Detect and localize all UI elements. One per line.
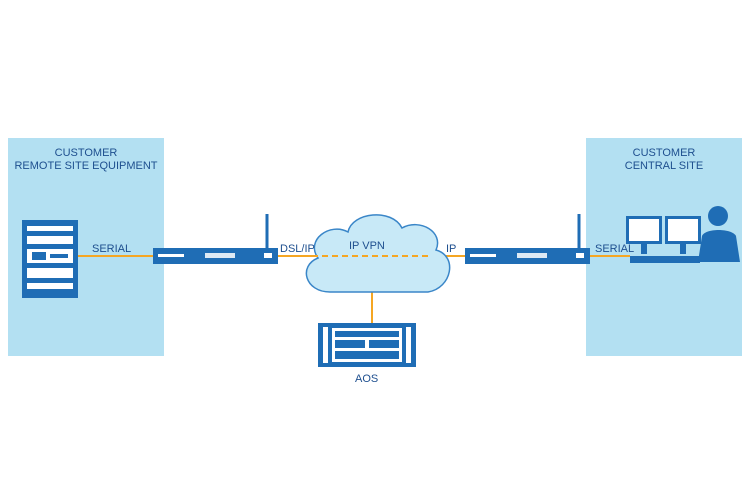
aos-chassis-icon bbox=[318, 323, 416, 367]
operator-workstation-icon bbox=[626, 206, 740, 263]
aos-label: AOS bbox=[355, 373, 379, 385]
remote-serial-label: SERIAL bbox=[92, 243, 132, 255]
central-site-title-line1: CUSTOMER bbox=[632, 147, 696, 159]
ip-label: IP bbox=[446, 243, 457, 255]
left-router-icon bbox=[153, 214, 278, 264]
remote-site-title-line1: CUSTOMER bbox=[54, 147, 118, 159]
central-serial-label: SERIAL bbox=[595, 243, 635, 255]
dsl-ip-label: DSL/IP bbox=[280, 243, 315, 255]
central-site-title-line2: CENTRAL SITE bbox=[624, 160, 704, 172]
cloud-icon bbox=[305, 214, 451, 293]
right-router-icon bbox=[465, 214, 590, 264]
remote-site-title-line2: REMOTE SITE EQUIPMENT bbox=[14, 160, 158, 172]
equipment-rack-icon bbox=[22, 220, 78, 298]
ip-vpn-label: IP VPN bbox=[349, 240, 385, 252]
